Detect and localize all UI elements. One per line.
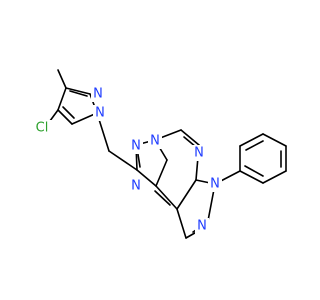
molecule-canvas: Cl N N N N N N N N — [0, 0, 300, 300]
bond-cfuse3-ntz3 — [155, 185, 178, 210]
bond-cfuse3-ntz3-double — [154, 190, 171, 206]
bond-c4-c3 — [57, 87, 67, 111]
background — [0, 0, 300, 300]
atom-n-pm: N — [194, 146, 204, 161]
bond-c3-n2-double — [69, 90, 88, 97]
atom-n-tz1: N — [131, 139, 141, 154]
bond-ntz3-ctz — [136, 169, 157, 187]
bond-ph4 — [262, 133, 287, 147]
label-bg-n-pp1 — [208, 176, 222, 192]
bond-c3-n2 — [65, 87, 91, 95]
atom-n-pz2: N — [95, 106, 105, 121]
bond-ph1-double — [244, 165, 264, 177]
atom-n-pp1: N — [210, 177, 220, 192]
atom-n-tz3: N — [131, 179, 141, 194]
label-bg-cl — [30, 120, 54, 136]
bond-ch2-ctz — [108, 150, 138, 171]
bond-ph1 — [239, 170, 264, 184]
label-bg-n-pp2 — [195, 218, 209, 234]
label-bg-n-pm — [192, 145, 206, 161]
bond-ph5 — [239, 133, 264, 147]
atom-n-pz1: N — [93, 87, 103, 102]
bond-cpp-cfuse3 — [176, 208, 187, 239]
bond-n1-c5 — [71, 112, 98, 125]
bond-ph2 — [262, 170, 287, 184]
bonds — [46, 69, 287, 239]
atom-n-tz2: N — [150, 134, 160, 149]
bond-c5-c4 — [57, 109, 73, 125]
label-bg-n-tz3 — [129, 178, 143, 194]
bond-c5-c4-double — [62, 106, 75, 119]
atom-n-pp2: N — [197, 219, 207, 234]
bond-ph5-double — [245, 140, 264, 151]
bond-cfuse2-cfuse3 — [176, 179, 197, 210]
bond-c3-methyl — [57, 69, 67, 89]
label-bg-n-tz1 — [129, 138, 143, 154]
bond-cpm-npm — [180, 129, 200, 146]
label-bg-n-pz1 — [91, 86, 105, 102]
atom-cl: Cl — [36, 121, 49, 136]
molecule-structure: Cl N N N N N N N N — [0, 0, 300, 300]
label-bg-n-pz2 — [93, 105, 107, 121]
label-bg-n-tz2 — [148, 133, 162, 149]
bond-cfuse-ntz3 — [155, 159, 168, 187]
atom-labels: Cl N N N N N N N N — [30, 86, 222, 234]
